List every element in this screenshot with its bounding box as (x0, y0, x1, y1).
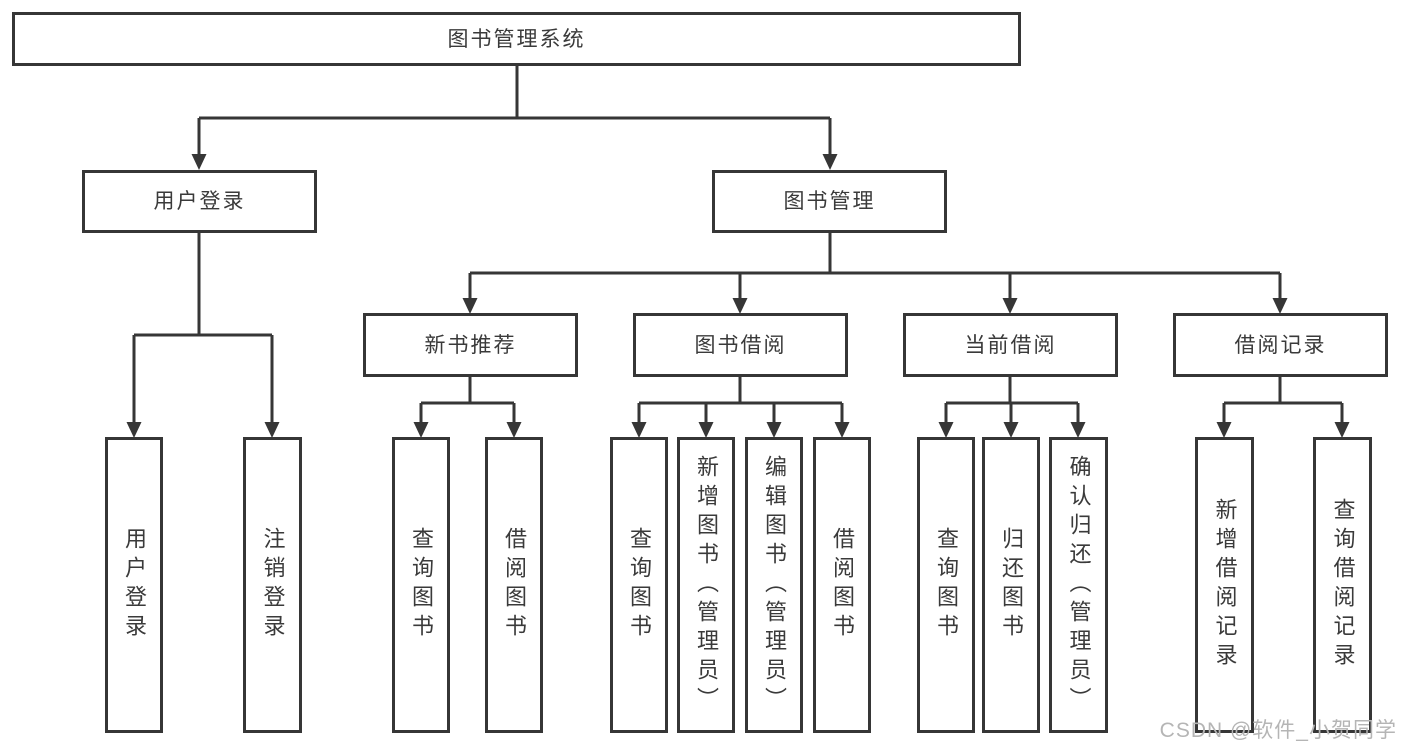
node-book-management: 图书管理 (712, 170, 947, 233)
csdn-watermark: CSDN @软件_小贺同学 (1159, 719, 1397, 742)
leaf-edit-books-admin: 编辑图书（管理员） (745, 437, 803, 733)
leaf-logout: 注销登录 (243, 437, 302, 733)
leaf-query-books-borrowing: 查询图书 (610, 437, 668, 733)
leaf-query-books-current: 查询图书 (917, 437, 975, 733)
leaf-query-books-recommend: 查询图书 (392, 437, 450, 733)
node-root: 图书管理系统 (12, 12, 1021, 66)
leaf-return-books: 归还图书 (982, 437, 1040, 733)
leaf-user-login: 用户登录 (105, 437, 163, 733)
leaf-confirm-return-admin: 确认归还（管理员） (1049, 437, 1108, 733)
node-user-login: 用户登录 (82, 170, 317, 233)
node-new-book-recommend: 新书推荐 (363, 313, 578, 377)
node-current-borrowing: 当前借阅 (903, 313, 1118, 377)
node-borrowing-records: 借阅记录 (1173, 313, 1388, 377)
leaf-add-books-admin: 新增图书（管理员） (677, 437, 735, 733)
node-book-borrowing: 图书借阅 (633, 313, 848, 377)
leaf-borrow-books-recommend: 借阅图书 (485, 437, 543, 733)
leaf-add-borrow-record: 新增借阅记录 (1195, 437, 1254, 733)
leaf-borrow-books-borrowing: 借阅图书 (813, 437, 871, 733)
leaf-query-borrow-record: 查询借阅记录 (1313, 437, 1372, 733)
